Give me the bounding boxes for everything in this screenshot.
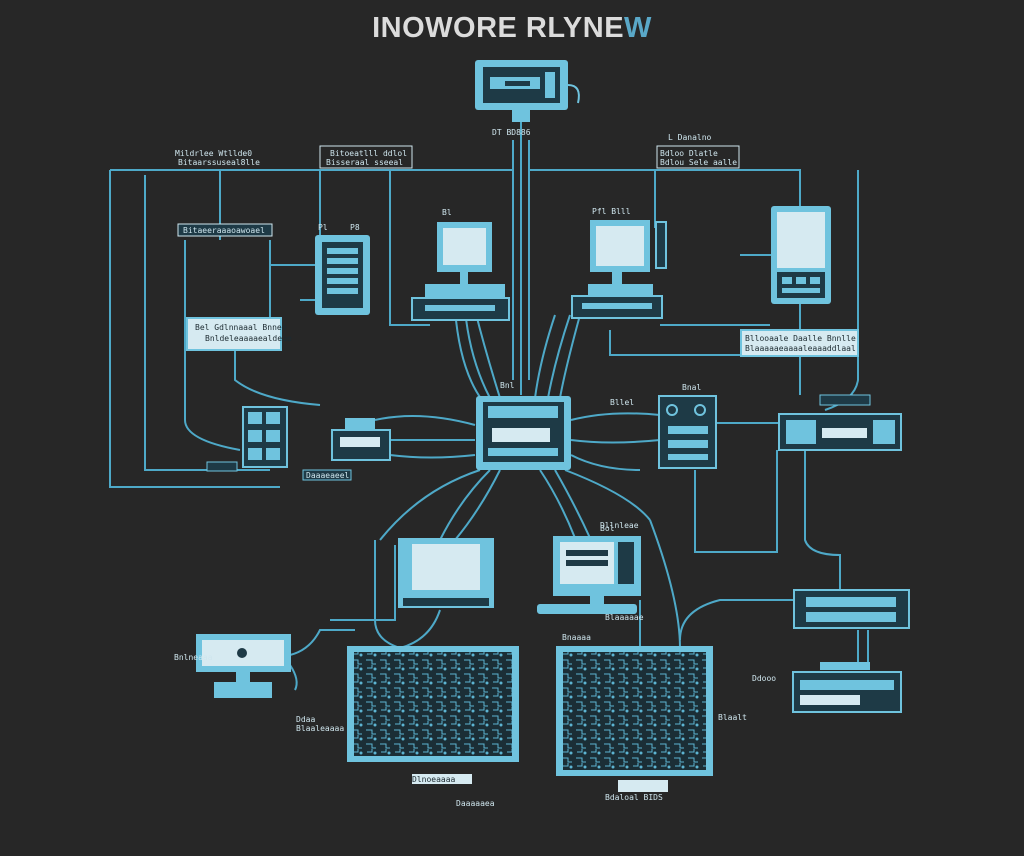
left-small-device: Daaaeaeel bbox=[302, 418, 391, 481]
right-header: L Danalno Bdloo Dlatle Bdlou Sele aalle bbox=[656, 133, 740, 169]
svg-text:Daaaeaeel: Daaaeaeel bbox=[306, 471, 350, 480]
svg-text:Bl: Bl bbox=[442, 208, 452, 217]
svg-text:Ddaa: Ddaa bbox=[296, 715, 315, 724]
svg-text:L Danalno: L Danalno bbox=[668, 133, 712, 142]
svg-text:Bnaaaa: Bnaaaa bbox=[562, 633, 591, 642]
right-box-device: Bnal Bllel bbox=[610, 383, 717, 469]
bottom-monitor-left bbox=[398, 538, 494, 608]
svg-text:Daaaaaea: Daaaaaea bbox=[456, 799, 495, 808]
svg-text:Bdloo Dlatle: Bdloo Dlatle bbox=[660, 149, 718, 158]
svg-text:Blaaaaae: Blaaaaae bbox=[605, 613, 644, 622]
left-patch-switch bbox=[206, 406, 288, 472]
svg-text:Ddooo: Ddooo bbox=[752, 674, 776, 683]
svg-text:Bitoeatlll ddlol: Bitoeatlll ddlol bbox=[330, 149, 407, 158]
right-network-drive: Ddooo bbox=[752, 662, 902, 713]
svg-text:Dlnoeaaaa: Dlnoeaaaa bbox=[412, 775, 456, 784]
svg-text:Bisseraal sseeal: Bisseraal sseeal bbox=[326, 158, 403, 167]
center-left-header: Bitoeatlll ddlol Bisseraal sseeal bbox=[319, 145, 413, 169]
central-hub: Bnl bbox=[476, 381, 571, 470]
svg-text:Bdaloal BIDS: Bdaloal BIDS bbox=[605, 793, 663, 802]
svg-text:Bnal: Bnal bbox=[682, 383, 701, 392]
right-patch-panel bbox=[793, 589, 910, 629]
svg-text:Blaaaaaeaaaaleaaaddlaal: Blaaaaaeaaaaleaaaddlaal bbox=[745, 344, 856, 353]
svg-text:Bnl: Bnl bbox=[500, 381, 515, 390]
circuit-board-right: Bnaaaa Bdaloal BIDS Blaalt Dllnleae Blaa… bbox=[412, 521, 747, 802]
top-router-label: DT BD886 bbox=[492, 128, 531, 137]
left-info-box: Bel Gdlnnaaal Bnnee Bnldeleaaaaealdeae bbox=[186, 317, 292, 351]
svg-text:Bitaeeraaaoawoael: Bitaeeraaaoawoael bbox=[183, 226, 265, 235]
tablet-device bbox=[771, 206, 831, 304]
svg-text:Blaaleaaaa: Blaaleaaaa bbox=[296, 724, 344, 733]
left-header: Mildrlee Wtllde0 Bitaarssuseal8lle bbox=[175, 149, 260, 167]
svg-text:Bllooaale Daalle Bnnlle: Bllooaale Daalle Bnnlle bbox=[745, 334, 856, 343]
svg-text:Bitaarssuseal8lle: Bitaarssuseal8lle bbox=[178, 158, 260, 167]
svg-text:Mildrlee Wtllde0: Mildrlee Wtllde0 bbox=[175, 149, 252, 158]
right-info-box: Bllooaale Daalle Bnnlle Blaaaaaeaaaaleaa… bbox=[740, 329, 859, 357]
svg-text:Bel Gdlnnaaal Bnnee: Bel Gdlnnaaal Bnnee bbox=[195, 323, 287, 332]
svg-text:Pl: Pl bbox=[318, 223, 328, 232]
diagram-title: INOWORE RLYNEW bbox=[372, 12, 652, 44]
right-rack-unit bbox=[778, 394, 902, 451]
svg-text:Bllel: Bllel bbox=[610, 398, 634, 407]
svg-text:Bnldeleaaaaealdeae: Bnldeleaaaaealdeae bbox=[205, 334, 292, 343]
top-router: DT BD886 bbox=[475, 60, 580, 137]
left-server-device: Pl P8 bbox=[315, 223, 370, 315]
desktop-computer-1: Bl bbox=[411, 208, 510, 321]
desktop-computer-2: Pfl Blll bbox=[571, 207, 667, 319]
svg-text:Dllnleae: Dllnleae bbox=[600, 521, 639, 530]
svg-text:Blaalt: Blaalt bbox=[718, 713, 747, 722]
svg-text:Bdlou Sele aalle: Bdlou Sele aalle bbox=[660, 158, 737, 167]
svg-text:Bnlneaaa: Bnlneaaa bbox=[174, 653, 213, 662]
left-bar: Bitaeeraaaoawoael bbox=[177, 223, 273, 237]
svg-text:Pfl Blll: Pfl Blll bbox=[592, 207, 631, 216]
svg-text:P8: P8 bbox=[350, 223, 360, 232]
bottom-monitor-right: Bol bbox=[537, 524, 641, 614]
circuit-board-left: Ddaa Blaaleaaaa Daaaaaea bbox=[296, 646, 519, 808]
small-left-monitor: Bnlneaaa bbox=[174, 634, 291, 698]
svg-text:Bol: Bol bbox=[600, 524, 615, 533]
